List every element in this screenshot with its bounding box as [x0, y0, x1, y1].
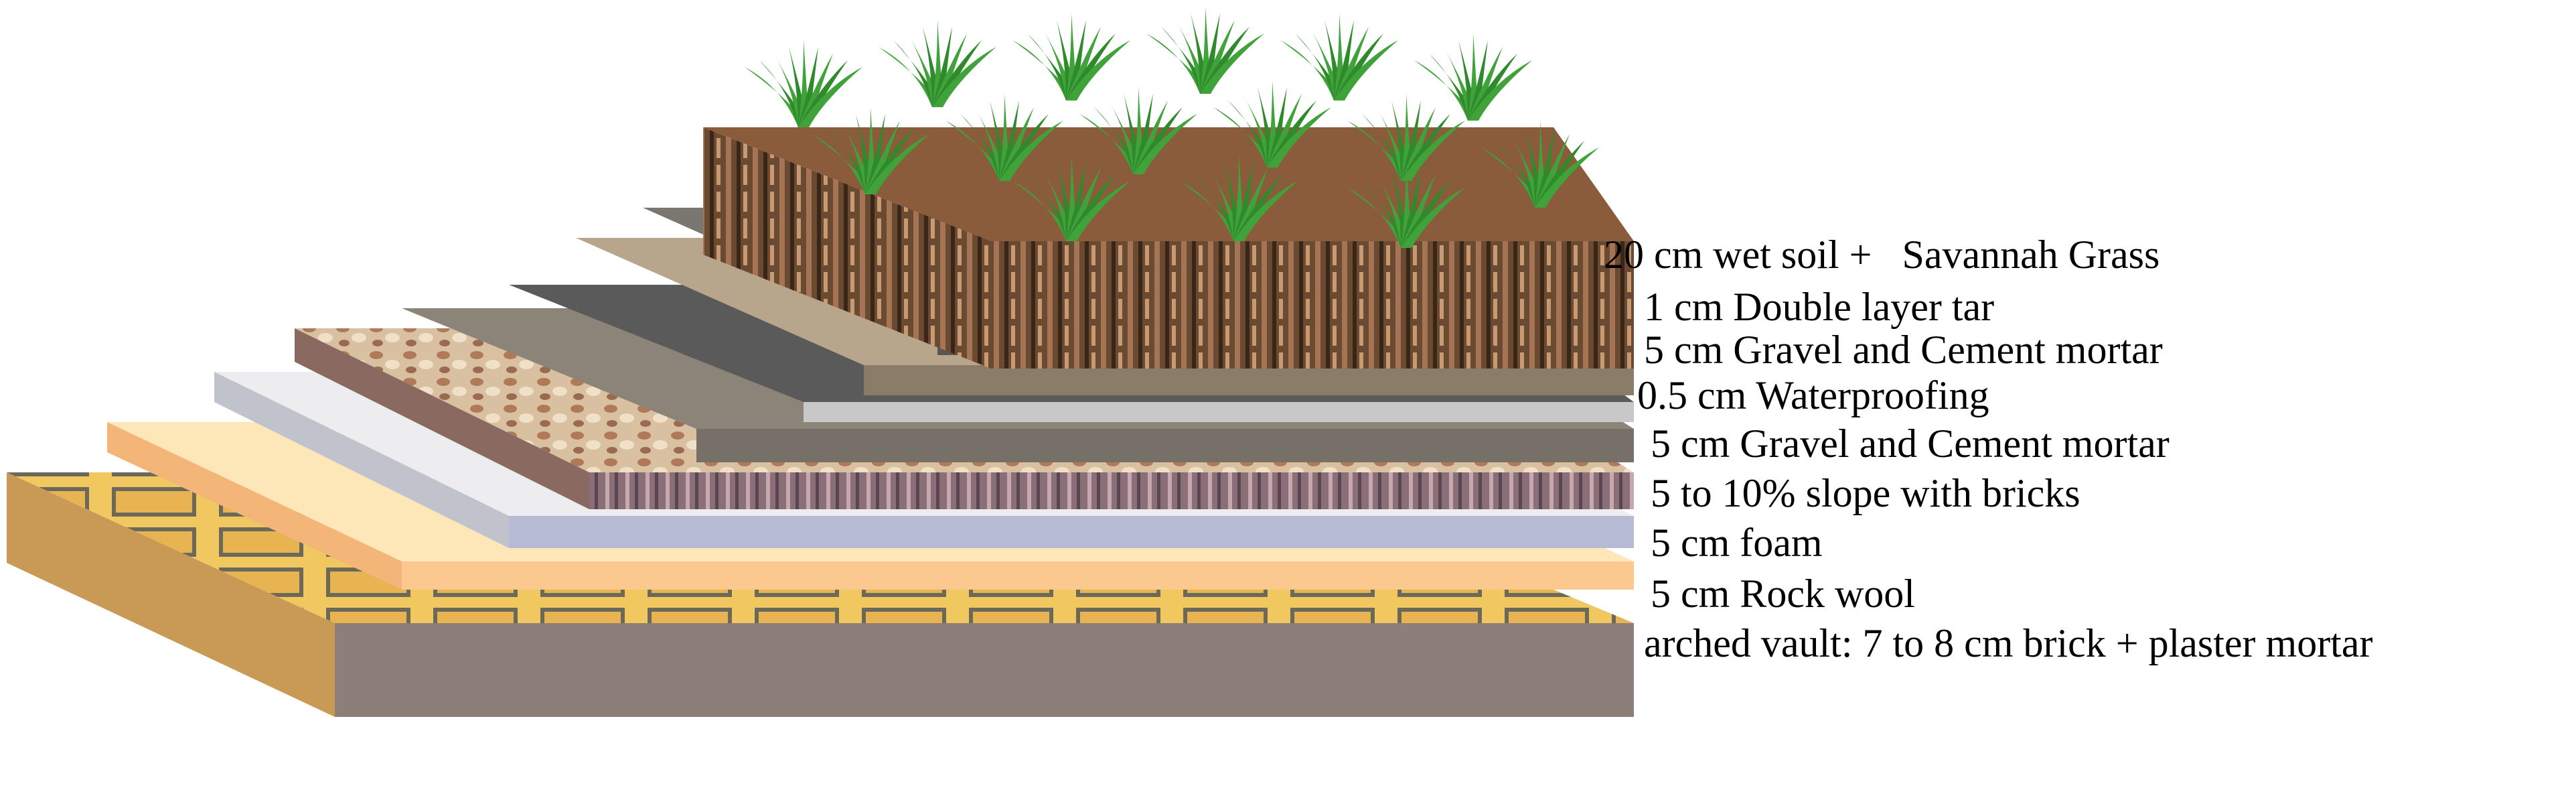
- label-gravel-mid: 5 cm Gravel and Cement mortar: [1651, 421, 2170, 466]
- slope-front: [589, 472, 1634, 509]
- grass-blade: [745, 67, 809, 127]
- waterproofing-front: [804, 402, 1634, 422]
- grass-blade: [1468, 47, 1503, 121]
- grass-blade: [1347, 121, 1412, 181]
- grass-blade: [812, 134, 876, 194]
- grass-blade: [1066, 168, 1101, 241]
- grass-blade: [1468, 60, 1532, 121]
- grass-clump: [745, 40, 862, 127]
- label-slope: 5 to 10% slope with bricks: [1651, 471, 2080, 515]
- grass-blade: [932, 47, 996, 107]
- label-rockwool: 5 cm Rock wool: [1651, 572, 1915, 616]
- grass-blade: [798, 67, 862, 127]
- grass-blade: [1401, 107, 1436, 181]
- grass-blade: [1079, 114, 1144, 174]
- grass-blade: [932, 34, 967, 107]
- slope-side: [295, 328, 589, 509]
- grass-blade: [1347, 188, 1412, 248]
- vault-front: [335, 623, 1634, 717]
- vault-front-left: [7, 472, 335, 717]
- grass-blade: [1133, 101, 1168, 174]
- soil-front: [991, 241, 1634, 369]
- grass-blade: [1401, 121, 1465, 181]
- grass-blade: [1414, 60, 1479, 121]
- label-gravel-top: 5 cm Gravel and Cement mortar: [1644, 328, 2163, 372]
- grass-blade: [1535, 134, 1570, 208]
- label-waterproofing: 0.5 cm Waterproofing: [1637, 373, 1989, 417]
- grass-clump: [1280, 13, 1398, 101]
- soil-side: [703, 127, 991, 369]
- label-vault: arched vault: 7 to 8 cm brick + plaster …: [1644, 621, 2373, 665]
- gravel-top-front: [864, 365, 1634, 395]
- grass-blade: [1481, 147, 1545, 208]
- grass-clump: [1079, 87, 1197, 174]
- grass-blade: [1233, 181, 1298, 241]
- grass-blade: [1012, 181, 1077, 241]
- savannah-grass: [745, 7, 1599, 248]
- grass-blade: [1146, 34, 1211, 94]
- grass-clump: [1180, 154, 1298, 241]
- grass-clump: [1012, 154, 1130, 241]
- grass-blade: [1066, 40, 1130, 101]
- grass-blade: [865, 134, 929, 194]
- grass-clump: [945, 94, 1063, 181]
- grass-blade: [1267, 94, 1302, 168]
- rockwool-side: [107, 422, 402, 590]
- grass-blade: [1401, 174, 1436, 248]
- grass-clump: [1414, 34, 1532, 121]
- grass-blade: [1535, 147, 1599, 208]
- grass-blade: [945, 121, 1010, 181]
- grass-blade: [1200, 34, 1264, 94]
- grass-blade: [999, 107, 1034, 181]
- grass-blade: [1133, 114, 1197, 174]
- grass-clump: [1347, 94, 1465, 181]
- label-foam: 5 cm foam: [1651, 521, 1823, 565]
- grass-blade: [1200, 20, 1235, 94]
- grass-blade: [798, 54, 833, 127]
- grass-blade: [1066, 181, 1130, 241]
- grass-blade: [1334, 40, 1398, 101]
- foam-front: [509, 516, 1634, 548]
- grass-blade: [1180, 181, 1244, 241]
- grass-blade: [865, 121, 900, 194]
- grass-clump: [879, 20, 996, 107]
- grass-clump: [1012, 13, 1130, 101]
- grass-blade: [1233, 168, 1268, 241]
- grass-blade: [1066, 27, 1101, 101]
- grass-blade: [1267, 107, 1331, 168]
- grass-clump: [1481, 121, 1599, 208]
- foam-side: [214, 372, 509, 548]
- label-soil: 20 cm wet soil + Savannah Grass: [1604, 232, 2160, 277]
- grass-clump: [1347, 161, 1465, 248]
- grass-clump: [1146, 7, 1264, 94]
- grass-blade: [1401, 188, 1465, 248]
- grass-blade: [1280, 40, 1345, 101]
- grass-blade: [879, 47, 943, 107]
- grass-blade: [999, 121, 1063, 181]
- grass-blade: [1334, 27, 1369, 101]
- grass-blade: [1213, 107, 1278, 168]
- gravel-mid-front: [696, 429, 1634, 462]
- rockwool-front: [402, 561, 1634, 590]
- label-tar: 1 cm Double layer tar: [1644, 285, 1995, 329]
- grass-clump: [812, 107, 929, 194]
- grass-blade: [1012, 40, 1077, 101]
- grass-clump: [1213, 80, 1331, 168]
